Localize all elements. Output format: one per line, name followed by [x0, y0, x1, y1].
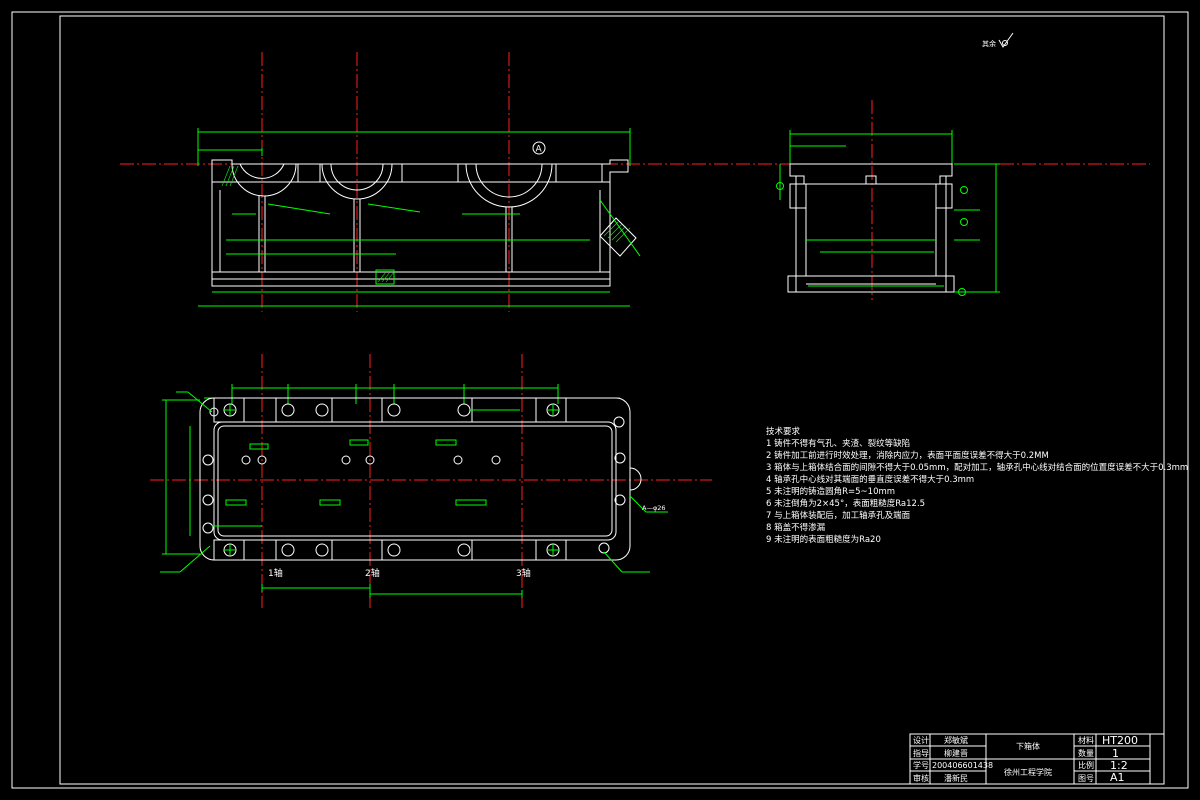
tech-req-item-4: 4 轴承孔中心线对其端面的垂直度误差不得大于0.3mm	[766, 474, 974, 485]
tb-name-1: 郑敏斌	[944, 735, 968, 745]
bay-label-2: 2轴	[365, 567, 380, 579]
title-block: 设计 郑敏斌 指导 柳建晋 学号 200406601438 审核 潘新民 下箱体…	[909, 733, 1165, 785]
front-view: A	[120, 52, 1150, 312]
hole-callout: A—φ26	[642, 504, 666, 512]
tb-name-2: 柳建晋	[944, 748, 968, 758]
tech-req-heading: 技术要求	[766, 426, 801, 437]
tech-req-item-5: 5 未注明的铸造圆角R=5~10mm	[766, 486, 895, 497]
technical-requirements: 技术要求 1 铸件不得有气孔、夹渣、裂纹等缺陷 2 铸件加工前进行时效处理，消除…	[766, 426, 1188, 545]
bay-label-3: 3轴	[516, 567, 531, 579]
outer-sheet-border	[11, 11, 1189, 789]
tb-name-4: 潘新民	[944, 773, 968, 783]
roughness-symbol: 其余	[982, 32, 1014, 48]
tech-req-item-9: 9 未注明的表面粗糙度为Ra20	[766, 534, 881, 545]
tech-req-item-6: 6 未注倒角为2×45°，表面粗糙度Ra12.5	[766, 498, 925, 509]
tech-req-item-3: 3 箱体与上箱体结合面的间隙不得大于0.05mm，配对加工，轴承孔中心线对结合面…	[766, 462, 1188, 473]
tb-scale-value: 1:2	[1110, 759, 1128, 772]
tb-material-label: 材料	[1078, 735, 1094, 745]
tb-role-2: 指导	[913, 748, 929, 758]
tb-drawing-no-value: A1	[1110, 771, 1125, 784]
tb-quantity-label: 数量	[1078, 748, 1094, 758]
tb-role-4: 审核	[913, 773, 929, 783]
tb-role-3: 学号	[913, 760, 929, 770]
inner-sheet-border	[59, 15, 1165, 785]
tb-name-3: 200406601438	[932, 761, 993, 770]
bay-label-1: 1轴	[268, 567, 283, 579]
top-view: 1轴 2轴 3轴 A—φ26	[150, 354, 712, 608]
roughness-label: 其余	[982, 39, 996, 48]
tb-part-name: 下箱体	[1016, 741, 1040, 751]
tb-scale-label: 比例	[1078, 760, 1094, 770]
section-marker-a: A	[536, 145, 543, 155]
tb-quantity-value: 1	[1112, 747, 1119, 760]
side-view	[776, 100, 1000, 300]
tb-role-1: 设计	[913, 735, 929, 745]
tech-req-item-7: 7 与上箱体装配后，加工轴承孔及端面	[766, 510, 911, 521]
tb-drawing-no-label: 图号	[1078, 774, 1094, 783]
tech-req-item-1: 1 铸件不得有气孔、夹渣、裂纹等缺陷	[766, 438, 910, 449]
tech-req-item-8: 8 箱盖不得渗漏	[766, 522, 826, 533]
tb-school: 徐州工程学院	[1004, 767, 1052, 777]
tech-req-item-2: 2 铸件加工前进行时效处理，消除内应力，表面平面度误差不得大于0.2MM	[766, 450, 1049, 461]
tb-material-value: HT200	[1102, 734, 1138, 747]
